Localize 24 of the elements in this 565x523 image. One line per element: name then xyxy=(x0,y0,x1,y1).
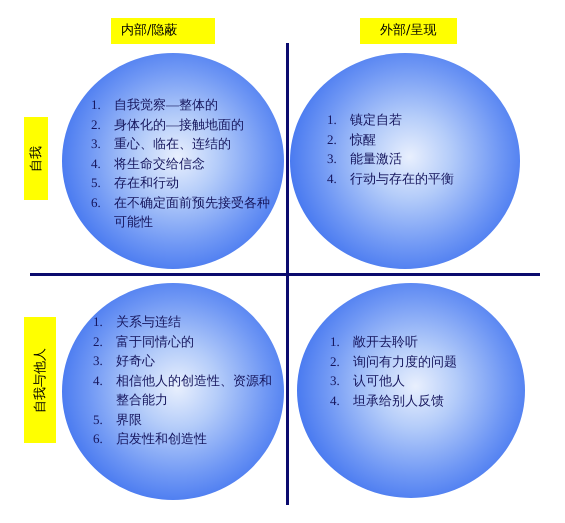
list-item: 2. 富于同情心的 xyxy=(93,332,195,350)
list-item: 4. 相信他人的创造性、资源和整合能力 xyxy=(93,372,273,409)
row-header: 自我与他人 xyxy=(24,317,56,443)
list-item: 4. 将生命交给信念 xyxy=(91,154,206,172)
row-header: 自我 xyxy=(24,117,48,200)
list-item: 2. 身体化的—接触地面的 xyxy=(91,116,245,134)
list-item: 5. 存在和行动 xyxy=(91,174,180,192)
list-item: 2. 惊醒 xyxy=(327,130,377,148)
list-item: 5. 界限 xyxy=(93,410,143,428)
list-item: 6. 启发性和创造性 xyxy=(93,430,208,448)
list-item: 4. 坦承给别人反馈 xyxy=(330,392,445,410)
column-header: 外部/呈现 xyxy=(360,18,457,44)
list-item: 3. 能量激活 xyxy=(327,150,403,168)
list-item: 1. 自我觉察—整体的 xyxy=(91,96,219,114)
list-item: 3. 认可他人 xyxy=(330,372,406,390)
list-item: 2. 询问有力度的问题 xyxy=(330,352,458,370)
list-item: 4. 行动与存在的平衡 xyxy=(327,170,455,188)
list-item: 1. 敞开去聆听 xyxy=(330,333,419,351)
list-item: 1. 镇定自若 xyxy=(327,111,403,129)
list-item: 1. 关系与连结 xyxy=(93,313,182,331)
list-item: 3. 好奇心 xyxy=(93,352,156,370)
list-item: 6. 在不确定面前预先接受各种可能性 xyxy=(91,194,271,231)
list-item: 3. 重心、临在、连结的 xyxy=(91,135,232,153)
column-header: 内部/隐蔽 xyxy=(111,18,215,44)
